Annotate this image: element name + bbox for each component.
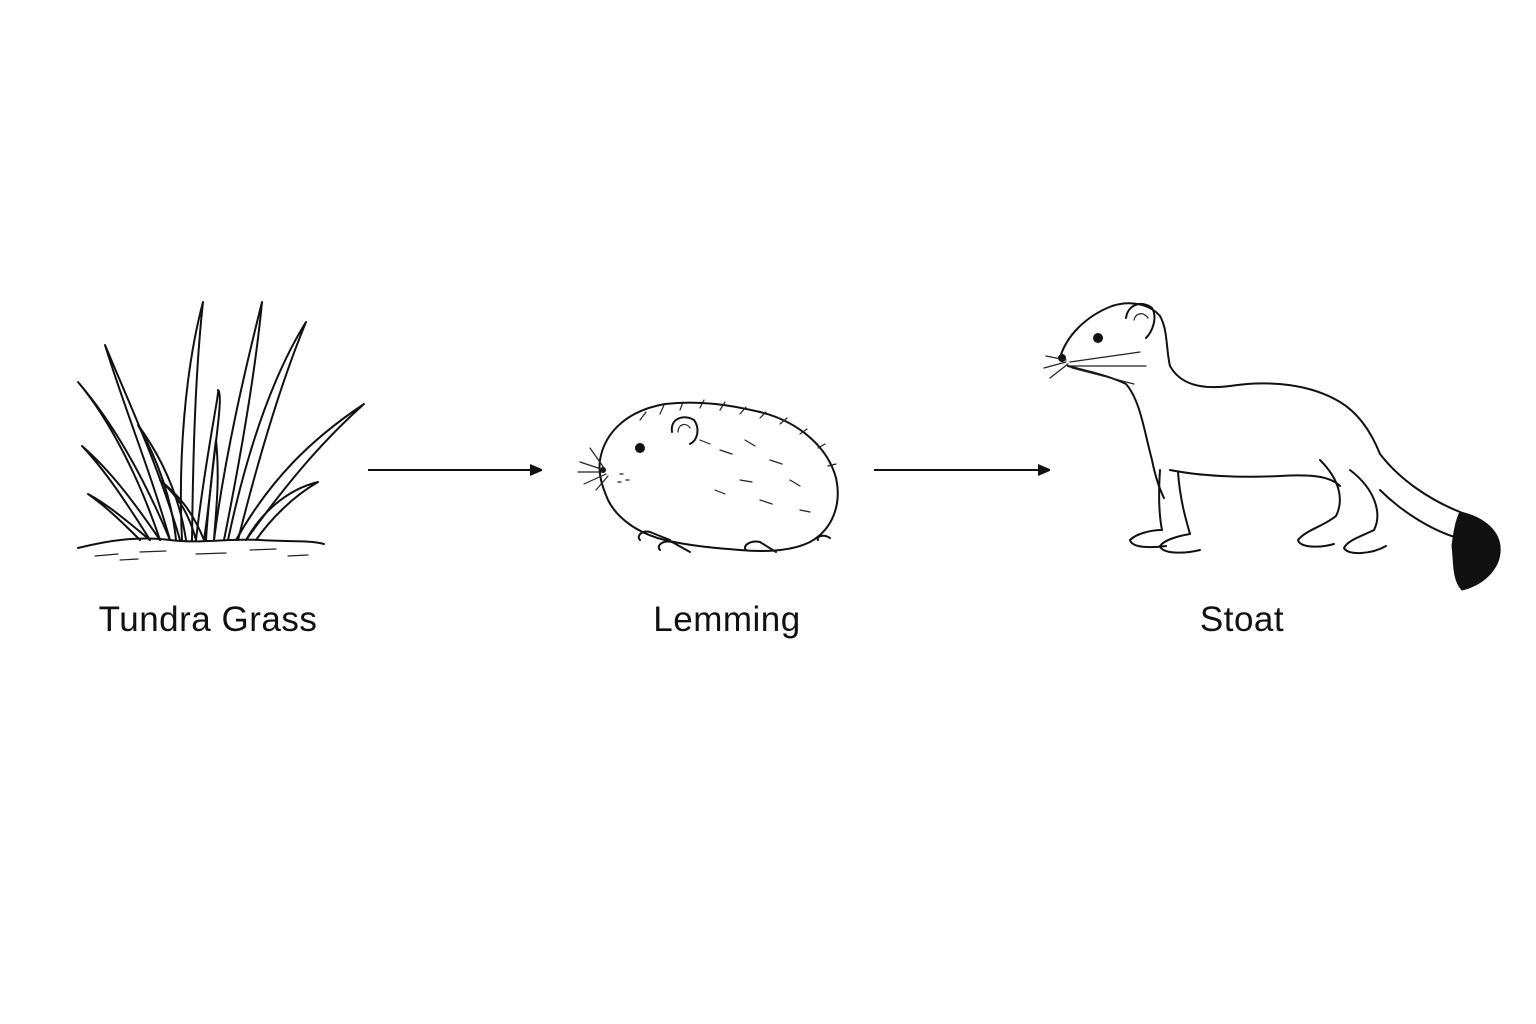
grass-icon bbox=[77, 301, 365, 561]
lemming-icon bbox=[577, 399, 839, 553]
node-label-lemming: Lemming bbox=[653, 600, 801, 639]
node-label-grass: Tundra Grass bbox=[98, 600, 318, 639]
node-label-stoat: Stoat bbox=[1199, 600, 1285, 639]
stoat-icon bbox=[1043, 302, 1501, 591]
